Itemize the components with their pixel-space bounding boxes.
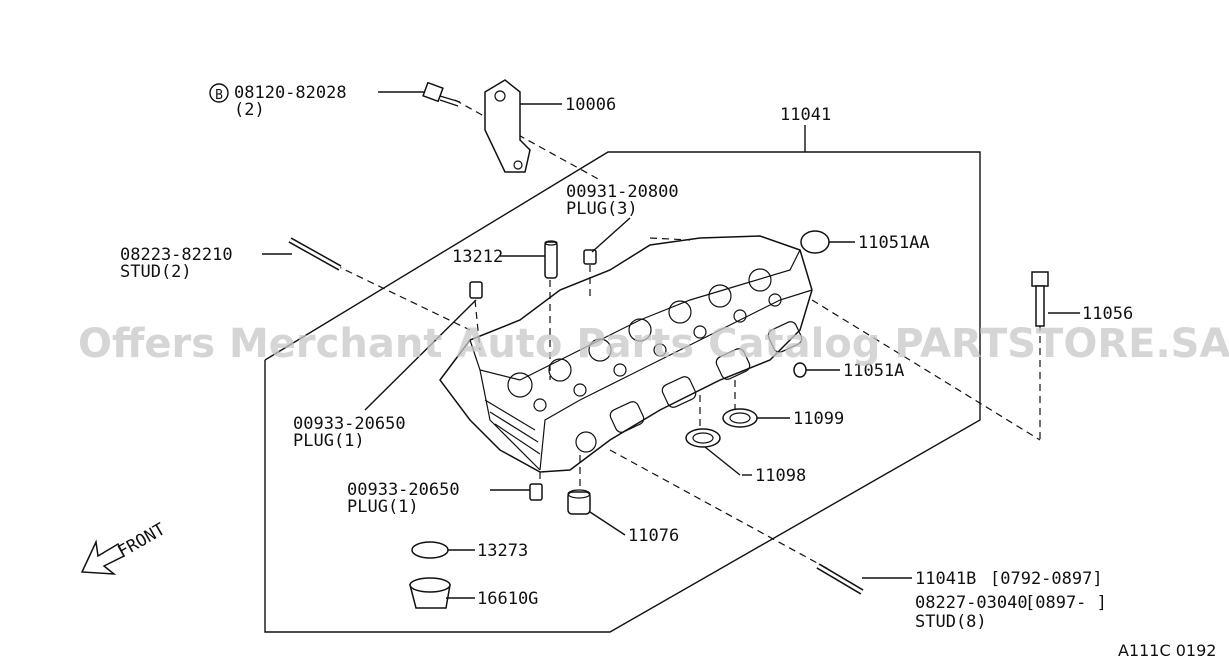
label-11041B-number: 11041B	[915, 569, 976, 589]
label-08223-desc: STUD(2)	[120, 262, 192, 282]
label-08227-range: [0897- ]	[1025, 593, 1107, 613]
label-leaders	[262, 91, 1080, 599]
label-11051AA: 11051AA	[858, 233, 930, 253]
label-00933-upper-number: 00933-20650	[293, 414, 406, 434]
plug-00931	[583, 249, 597, 265]
front-arrow-icon	[80, 539, 126, 575]
label-13212: 13212	[452, 247, 503, 267]
gasket-11099	[722, 408, 758, 428]
label-11041: 11041	[780, 105, 831, 125]
front-label: FRONT	[115, 519, 169, 562]
sleeve-13212	[544, 240, 558, 279]
diagram-code: A111C 0192	[1118, 641, 1216, 660]
bolt-marker-circle	[209, 83, 229, 103]
label-11076: 11076	[628, 526, 679, 546]
label-08120-qty: (2)	[234, 100, 265, 120]
label-08227-desc: STUD(8)	[915, 612, 987, 632]
label-11056: 11056	[1082, 304, 1133, 324]
label-08120-number: 08120-82028	[234, 83, 347, 103]
cap-11051AA	[800, 230, 830, 254]
watermark: Offers Merchant Auto Parts Catalog PARTS…	[78, 321, 1229, 367]
engine-slinger-bracket	[484, 79, 531, 173]
gasket-11098	[685, 428, 721, 448]
label-13273: 13273	[477, 541, 528, 561]
label-00933-lower-number: 00933-20650	[347, 480, 460, 500]
label-10006: 10006	[565, 95, 616, 115]
label-11051A: 11051A	[843, 361, 904, 381]
plug-00933-upper	[469, 281, 483, 299]
label-11098: 11098	[755, 466, 806, 486]
label-00933-lower-desc: PLUG(1)	[347, 497, 419, 517]
cylinder-head-body	[439, 235, 813, 473]
label-08227-number: 08227-03040	[915, 593, 1028, 613]
label-00931-desc: PLUG(3)	[566, 199, 638, 219]
label-00931-number: 00931-20800	[566, 182, 679, 202]
seal-11076	[567, 489, 591, 515]
dashed-leaders	[334, 99, 1041, 571]
label-16610G: 16610G	[477, 589, 538, 609]
label-11099: 11099	[793, 409, 844, 429]
stud-11041B	[816, 563, 864, 595]
label-08223-number: 08223-82210	[120, 245, 233, 265]
bolt-08120	[422, 81, 461, 107]
o-ring-13273	[411, 541, 449, 559]
bolt-11056	[1031, 271, 1049, 327]
stud-08223	[288, 237, 342, 271]
bolt-marker: B	[215, 88, 223, 103]
label-11041B-range: [0792-0897]	[990, 569, 1103, 589]
label-00933-upper-desc: PLUG(1)	[293, 431, 365, 451]
plug-00933-lower	[529, 483, 543, 501]
seal-16610G	[409, 577, 451, 609]
assembly-boundary	[264, 125, 981, 633]
